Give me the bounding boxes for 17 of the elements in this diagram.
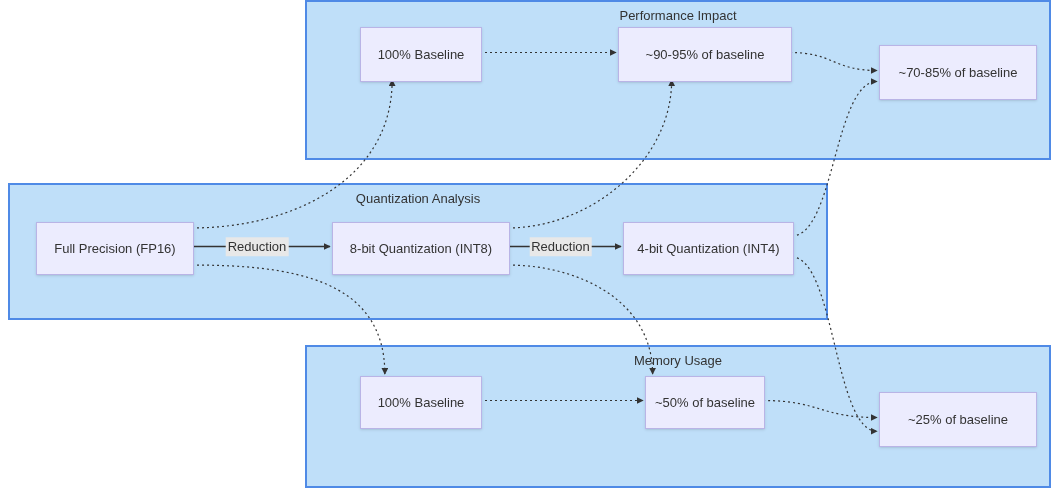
group-panel: [305, 0, 1051, 160]
process-box: 4-bit Quantization (INT4): [623, 222, 794, 275]
process-box: 8-bit Quantization (INT8): [332, 222, 510, 275]
edge-label: Reduction: [225, 236, 289, 257]
process-box: 100% Baseline: [360, 376, 482, 429]
process-box: ~90-95% of baseline: [618, 27, 792, 82]
group-panel: [305, 345, 1051, 488]
process-box: 100% Baseline: [360, 27, 482, 82]
group-panel: [8, 183, 828, 320]
process-box: ~70-85% of baseline: [879, 45, 1037, 100]
edge-label: Reduction: [529, 236, 592, 257]
group-title: Quantization Analysis: [355, 190, 481, 208]
process-box: Full Precision (FP16): [36, 222, 194, 275]
group-title: Performance Impact: [619, 7, 737, 25]
process-box: ~50% of baseline: [645, 376, 765, 429]
group-title: Memory Usage: [633, 352, 723, 370]
process-box: ~25% of baseline: [879, 392, 1037, 447]
